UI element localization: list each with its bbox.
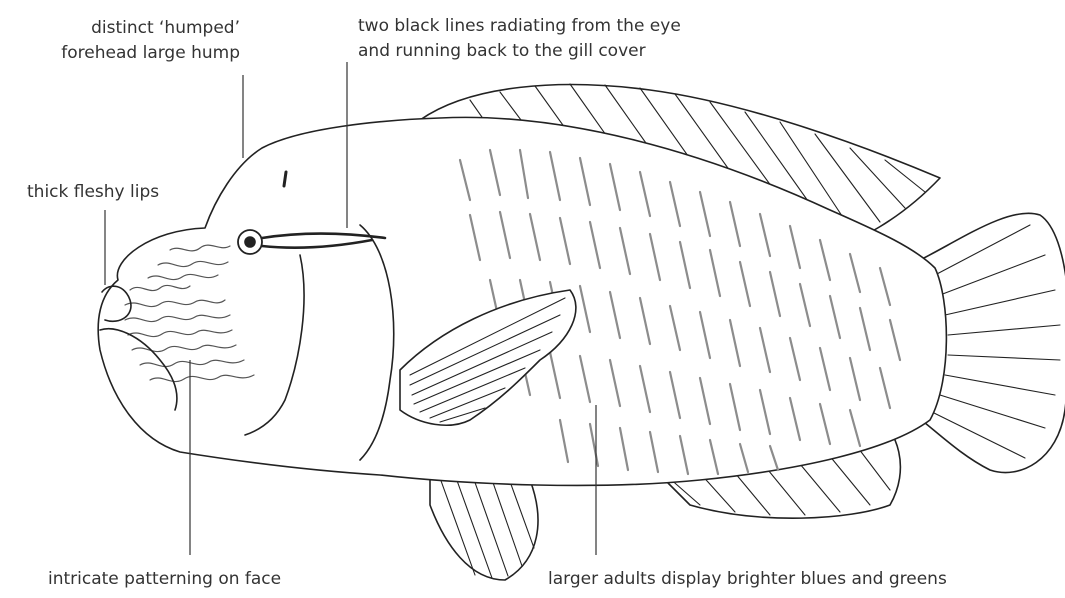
pupil (245, 237, 255, 247)
label-lines-1: two black lines radiating from the eye (358, 15, 681, 38)
label-hump-1: distinct ‘humped’ (30, 17, 240, 40)
label-adults: larger adults display brighter blues and… (548, 568, 947, 591)
nostril (284, 172, 286, 186)
pelvic-fin-rays (440, 474, 534, 578)
tail-fin-rays (932, 225, 1060, 458)
label-lines-2: and running back to the gill cover (358, 40, 646, 63)
label-hump-2: forehead large hump (10, 42, 240, 65)
label-lips: thick fleshy lips (27, 181, 159, 204)
label-pattern: intricate patterning on face (48, 568, 281, 591)
